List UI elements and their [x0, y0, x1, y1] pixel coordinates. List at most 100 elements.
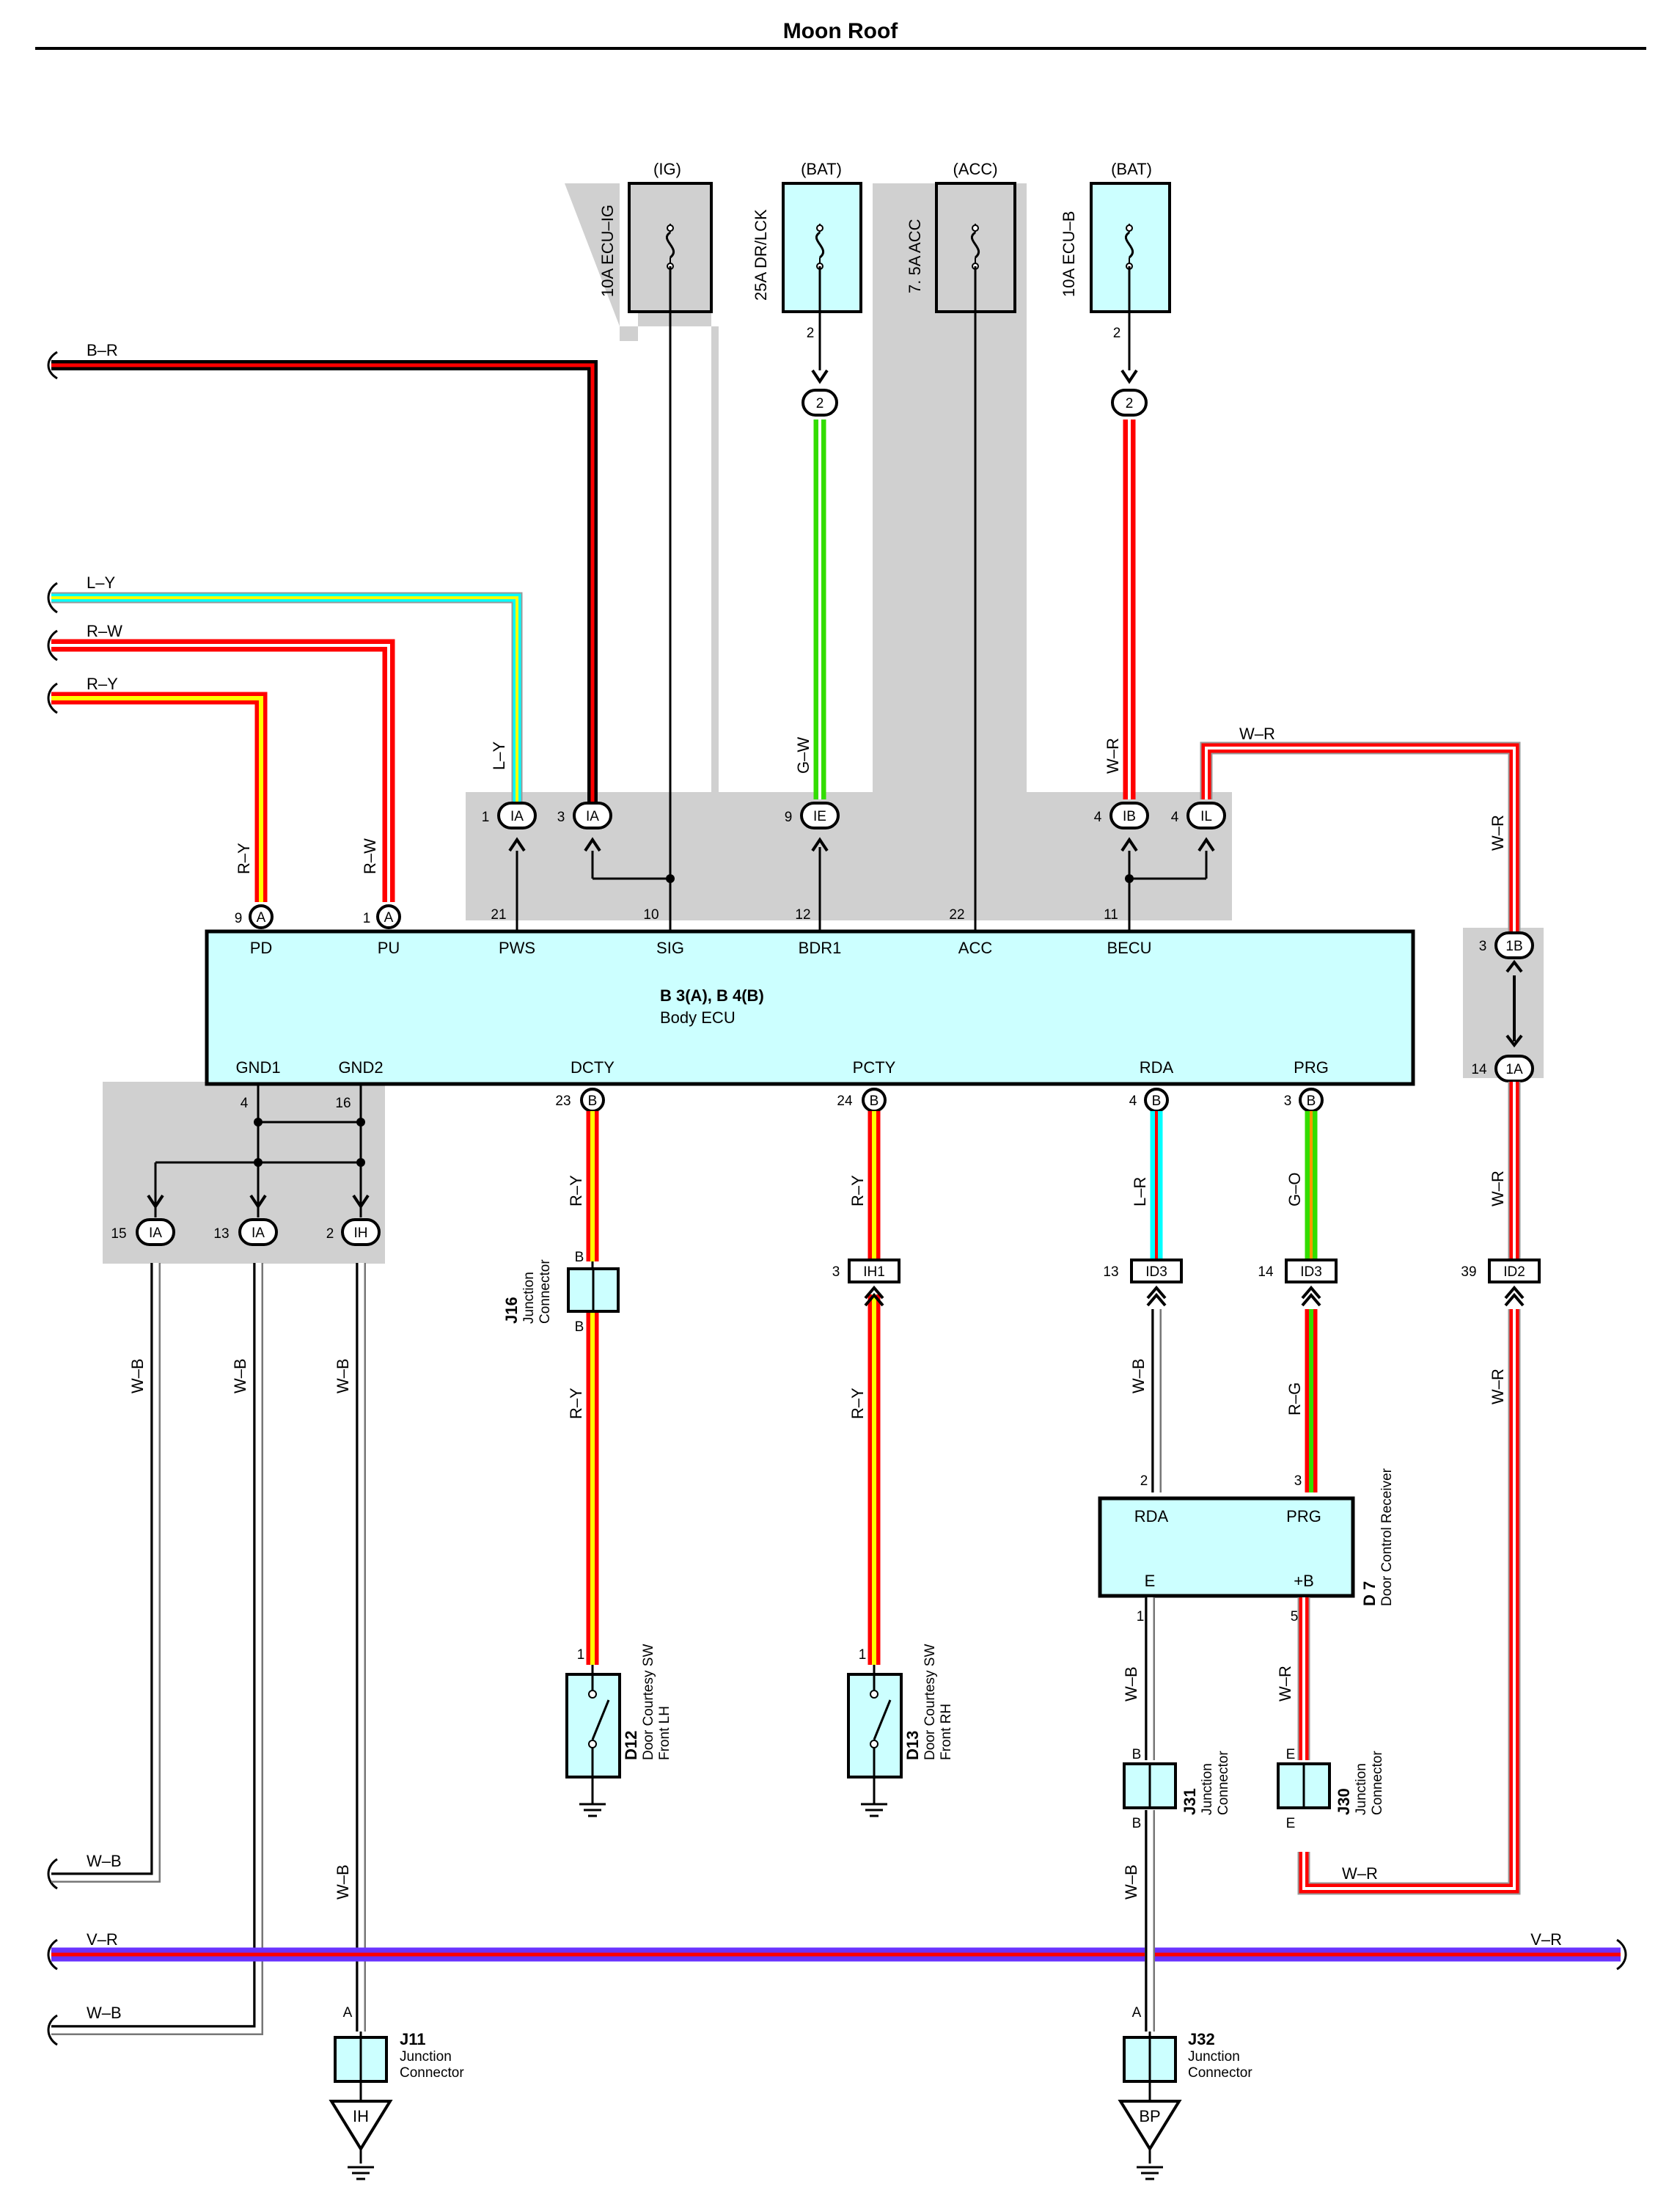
svg-text:W–B: W–B [334, 1358, 352, 1393]
connector-2-drlck: 2 [802, 369, 838, 417]
ecu-name: Body ECU [660, 1008, 736, 1027]
ecu-terminal-pws: 21 PWS [491, 907, 535, 957]
svg-text:W–B: W–B [231, 1358, 249, 1393]
ground-ih: IH [329, 2100, 393, 2180]
b-branch: 5 W–R E E J30 Junction Connector [1276, 1597, 1385, 1831]
wire-label-l-y-vertical: L–Y [490, 741, 508, 770]
svg-text:RDA: RDA [1134, 1507, 1169, 1525]
svg-text:Front RH: Front RH [939, 1704, 954, 1760]
svg-text:R–Y: R–Y [848, 1175, 867, 1206]
svg-text:IH: IH [354, 1226, 368, 1241]
svg-text:A: A [343, 2005, 353, 2021]
page-title: Moon Roof [783, 19, 899, 43]
svg-text:Front LH: Front LH [657, 1706, 672, 1760]
svg-text:GND1: GND1 [235, 1058, 280, 1077]
svg-text:D12: D12 [622, 1731, 640, 1760]
connector-ie-9: IE 9 [785, 802, 840, 852]
svg-text:16: 16 [335, 1096, 351, 1111]
ecu-box [205, 929, 1415, 1086]
svg-text:IB: IB [1123, 809, 1136, 824]
svg-text:BDR1: BDR1 [799, 939, 842, 957]
wire-label-r-y: R–Y [87, 675, 118, 693]
svg-text:E: E [1286, 1747, 1296, 1762]
svg-text:R–G: R–G [1285, 1382, 1304, 1415]
svg-text:1B: 1B [1505, 939, 1522, 954]
svg-text:R–Y: R–Y [567, 1175, 585, 1206]
svg-text:13: 13 [1103, 1264, 1118, 1280]
fuse-shade [466, 183, 1232, 920]
fuse-supply-label: (BAT) [1111, 160, 1152, 178]
svg-text:ID3: ID3 [1300, 1264, 1322, 1280]
svg-text:Connector: Connector [400, 2065, 464, 2081]
svg-text:A: A [384, 910, 394, 926]
svg-text:39: 39 [1461, 1264, 1476, 1280]
svg-text:B: B [1132, 1816, 1142, 1831]
fuse-name-label: 7. 5A ACC [906, 219, 924, 293]
svg-text:IA: IA [252, 1226, 265, 1241]
upper-wire-labels: B–R L–Y R–W R–Y R–Y R–W L–Y G–W W–R W–R … [87, 341, 1507, 874]
svg-text:24: 24 [837, 1093, 853, 1109]
id2-branch: W–R ID2 39 W–R W–R [1297, 1082, 1541, 1895]
svg-text:9: 9 [785, 810, 793, 825]
svg-text:21: 21 [491, 907, 506, 923]
svg-text:PU: PU [378, 939, 400, 957]
svg-text:J32: J32 [1188, 2030, 1215, 2048]
ecu-terminal-pu: A 1 PU [363, 904, 401, 957]
connector-ih-2: IH 2 [326, 1194, 381, 1246]
svg-text:B: B [870, 1093, 879, 1109]
svg-text:4: 4 [1171, 810, 1179, 825]
connector-ia-3: IA 3 [557, 802, 612, 852]
svg-text:IA: IA [510, 809, 524, 824]
svg-text:W–B: W–B [128, 1358, 147, 1393]
svg-text:W–B: W–B [334, 1864, 352, 1900]
svg-text:W–R: W–R [1342, 1864, 1378, 1883]
svg-text:10: 10 [643, 907, 659, 923]
svg-text:Connector: Connector [1188, 2065, 1252, 2081]
fuse-name-label: 25A DR/LCK [752, 209, 770, 301]
svg-text:E: E [1286, 1816, 1296, 1831]
svg-text:IH: IH [353, 2107, 369, 2125]
svg-text:R–Y: R–Y [848, 1388, 867, 1419]
svg-text:ACC: ACC [958, 939, 993, 957]
connector-ib-4: IB 4 [1094, 802, 1149, 852]
j16-junction-connector: B B J16 Junction Connector [502, 1250, 620, 1335]
svg-text:3: 3 [1284, 1093, 1292, 1109]
svg-text:12: 12 [795, 907, 810, 923]
connector-ia-1: IA 1 [482, 802, 537, 852]
svg-text:Junction: Junction [1354, 1763, 1369, 1815]
svg-text:W–B: W–B [87, 1852, 122, 1870]
svg-text:11: 11 [1104, 907, 1118, 923]
svg-text:B: B [575, 1250, 584, 1265]
wire-label-r-w: R–W [87, 622, 122, 640]
svg-text:B: B [1132, 1747, 1142, 1762]
j11-junction-connector: A J11 Junction Connector [334, 2005, 464, 2083]
ecu-terminal-pcty: PCTY B 24 [837, 1058, 896, 1113]
fuse-pin: 2 [1113, 326, 1121, 341]
wire-label-v-r-right: V–R [1530, 1930, 1562, 1949]
svg-text:L–R: L–R [1131, 1177, 1149, 1206]
svg-text:PRG: PRG [1294, 1058, 1329, 1077]
svg-text:J31: J31 [1181, 1788, 1199, 1815]
svg-text:14: 14 [1258, 1264, 1274, 1280]
j32-junction-connector: A J32 Junction Connector [1123, 2005, 1252, 2083]
svg-text:Connector: Connector [1216, 1751, 1231, 1815]
wire-label-l-y: L–Y [87, 574, 115, 592]
wire-label-b-r: B–R [87, 341, 118, 359]
svg-text:Connector: Connector [538, 1259, 553, 1324]
svg-text:A: A [257, 910, 266, 926]
svg-text:1: 1 [363, 911, 371, 926]
svg-text:PD: PD [250, 939, 273, 957]
svg-text:J30: J30 [1335, 1788, 1353, 1815]
svg-text:B: B [1307, 1093, 1316, 1109]
ecu-terminal-rda: RDA B 4 [1129, 1058, 1174, 1113]
svg-text:B: B [575, 1319, 584, 1335]
connector-2-ecub: 2 [1111, 369, 1148, 417]
svg-text:B: B [588, 1093, 598, 1109]
svg-text:R–Y: R–Y [567, 1388, 585, 1419]
wire-label-v-r-left: V–R [87, 1930, 118, 1949]
svg-text:IA: IA [586, 809, 599, 824]
svg-text:1: 1 [859, 1647, 867, 1663]
svg-text:PCTY: PCTY [853, 1058, 896, 1077]
ecu-terminal-becu: 11 BECU [1104, 907, 1151, 957]
